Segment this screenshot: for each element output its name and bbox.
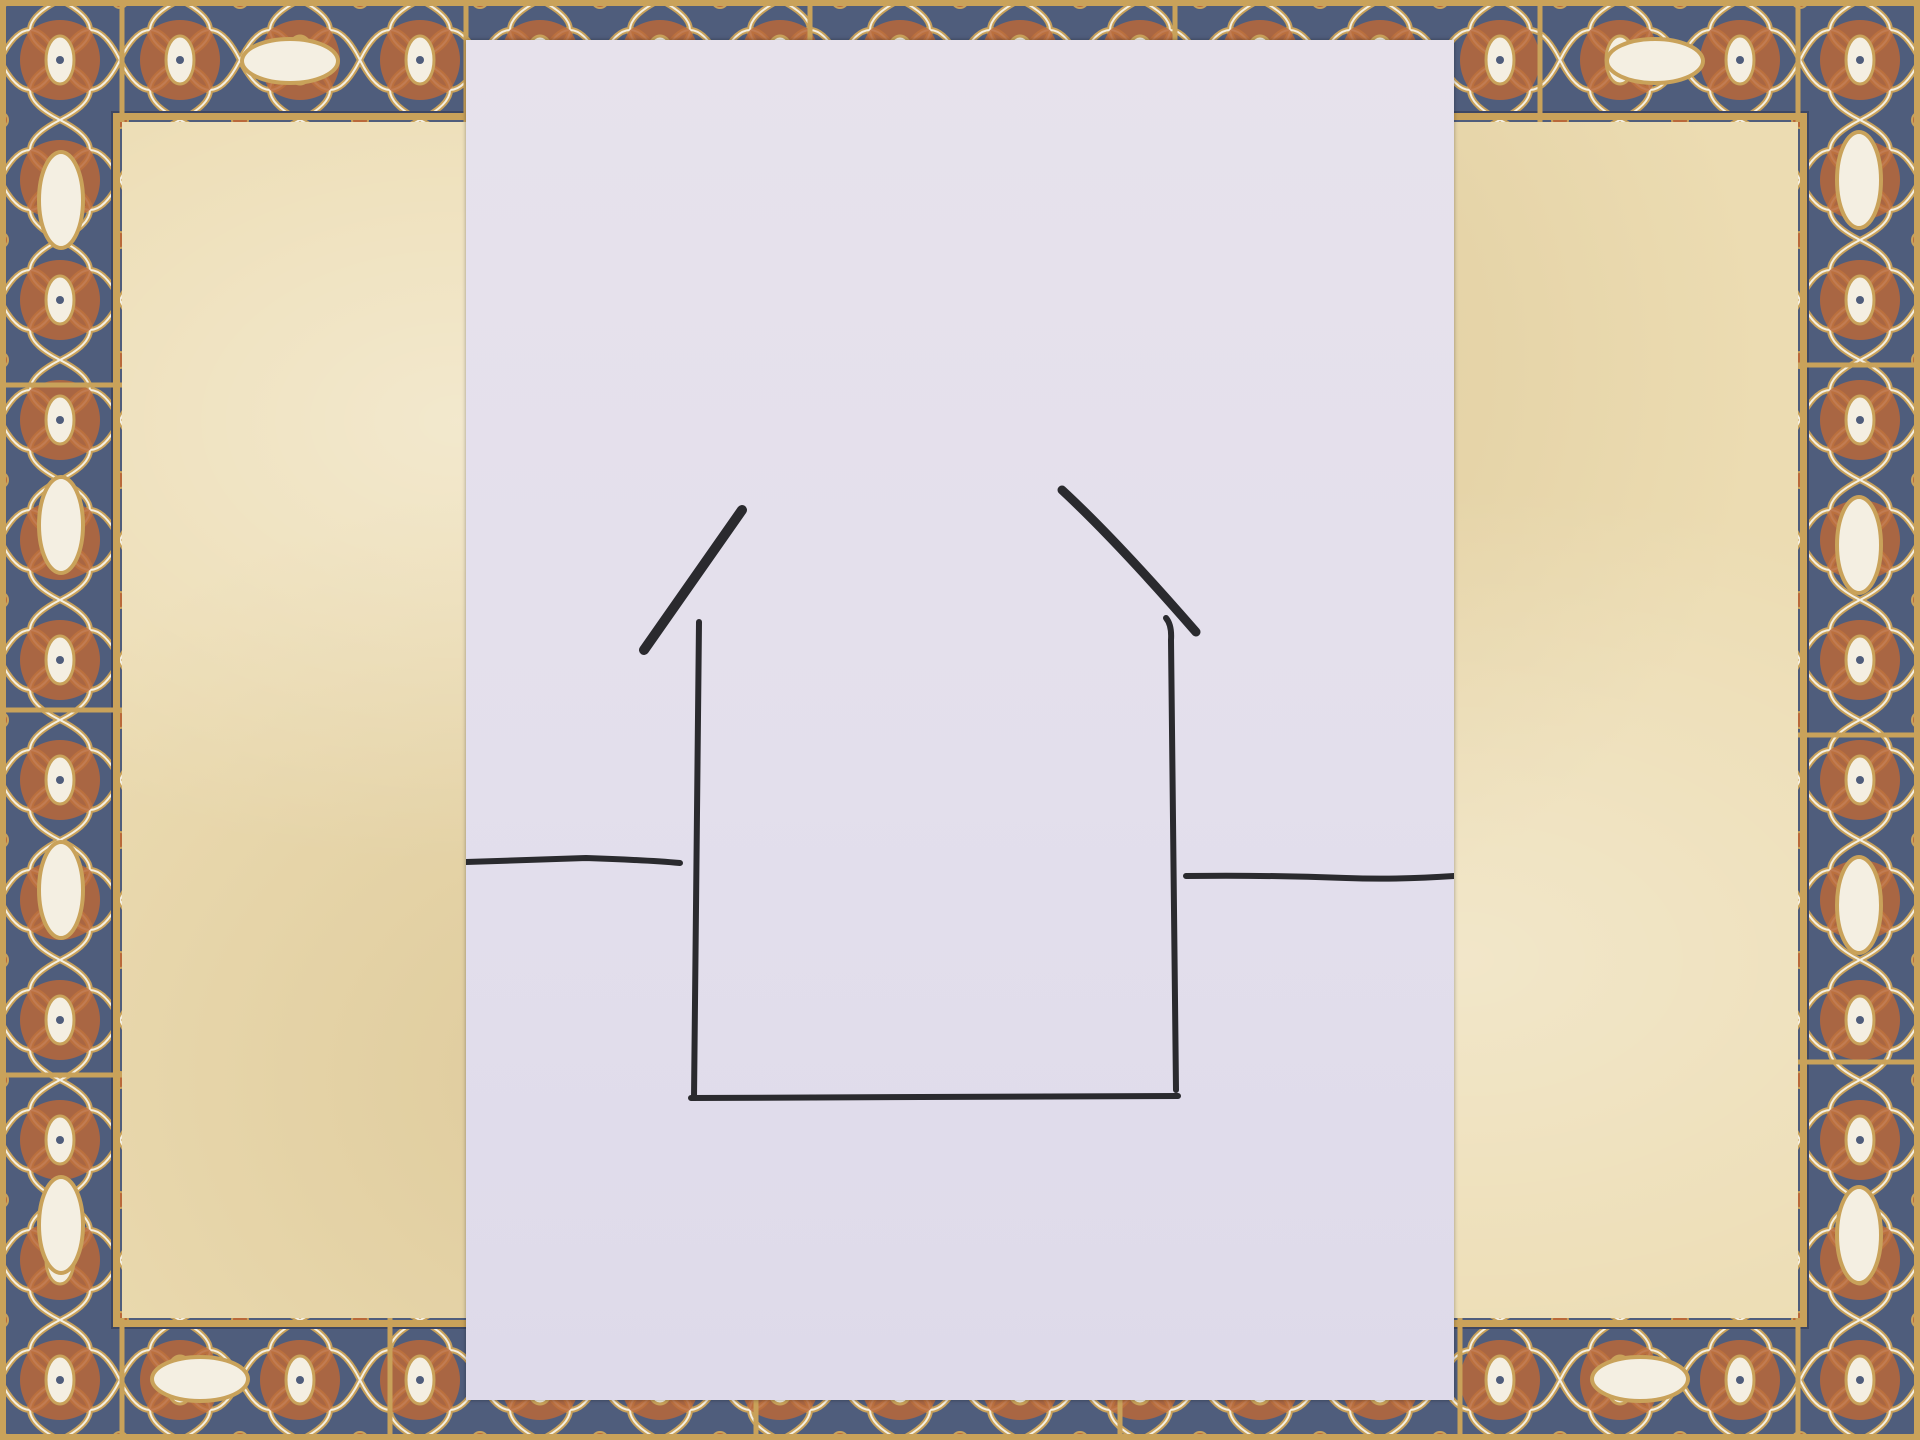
floor-line (691, 1096, 1178, 1098)
ground-line-left (466, 858, 680, 863)
ground-line-right (1186, 876, 1454, 879)
wall-left (694, 622, 699, 1098)
roof-right-stroke (1062, 490, 1196, 632)
wall-right (1166, 618, 1176, 1090)
roof-left-stroke (644, 510, 742, 650)
house-outline-sketch-icon (466, 40, 1454, 1400)
sketch-photo (466, 40, 1454, 1400)
